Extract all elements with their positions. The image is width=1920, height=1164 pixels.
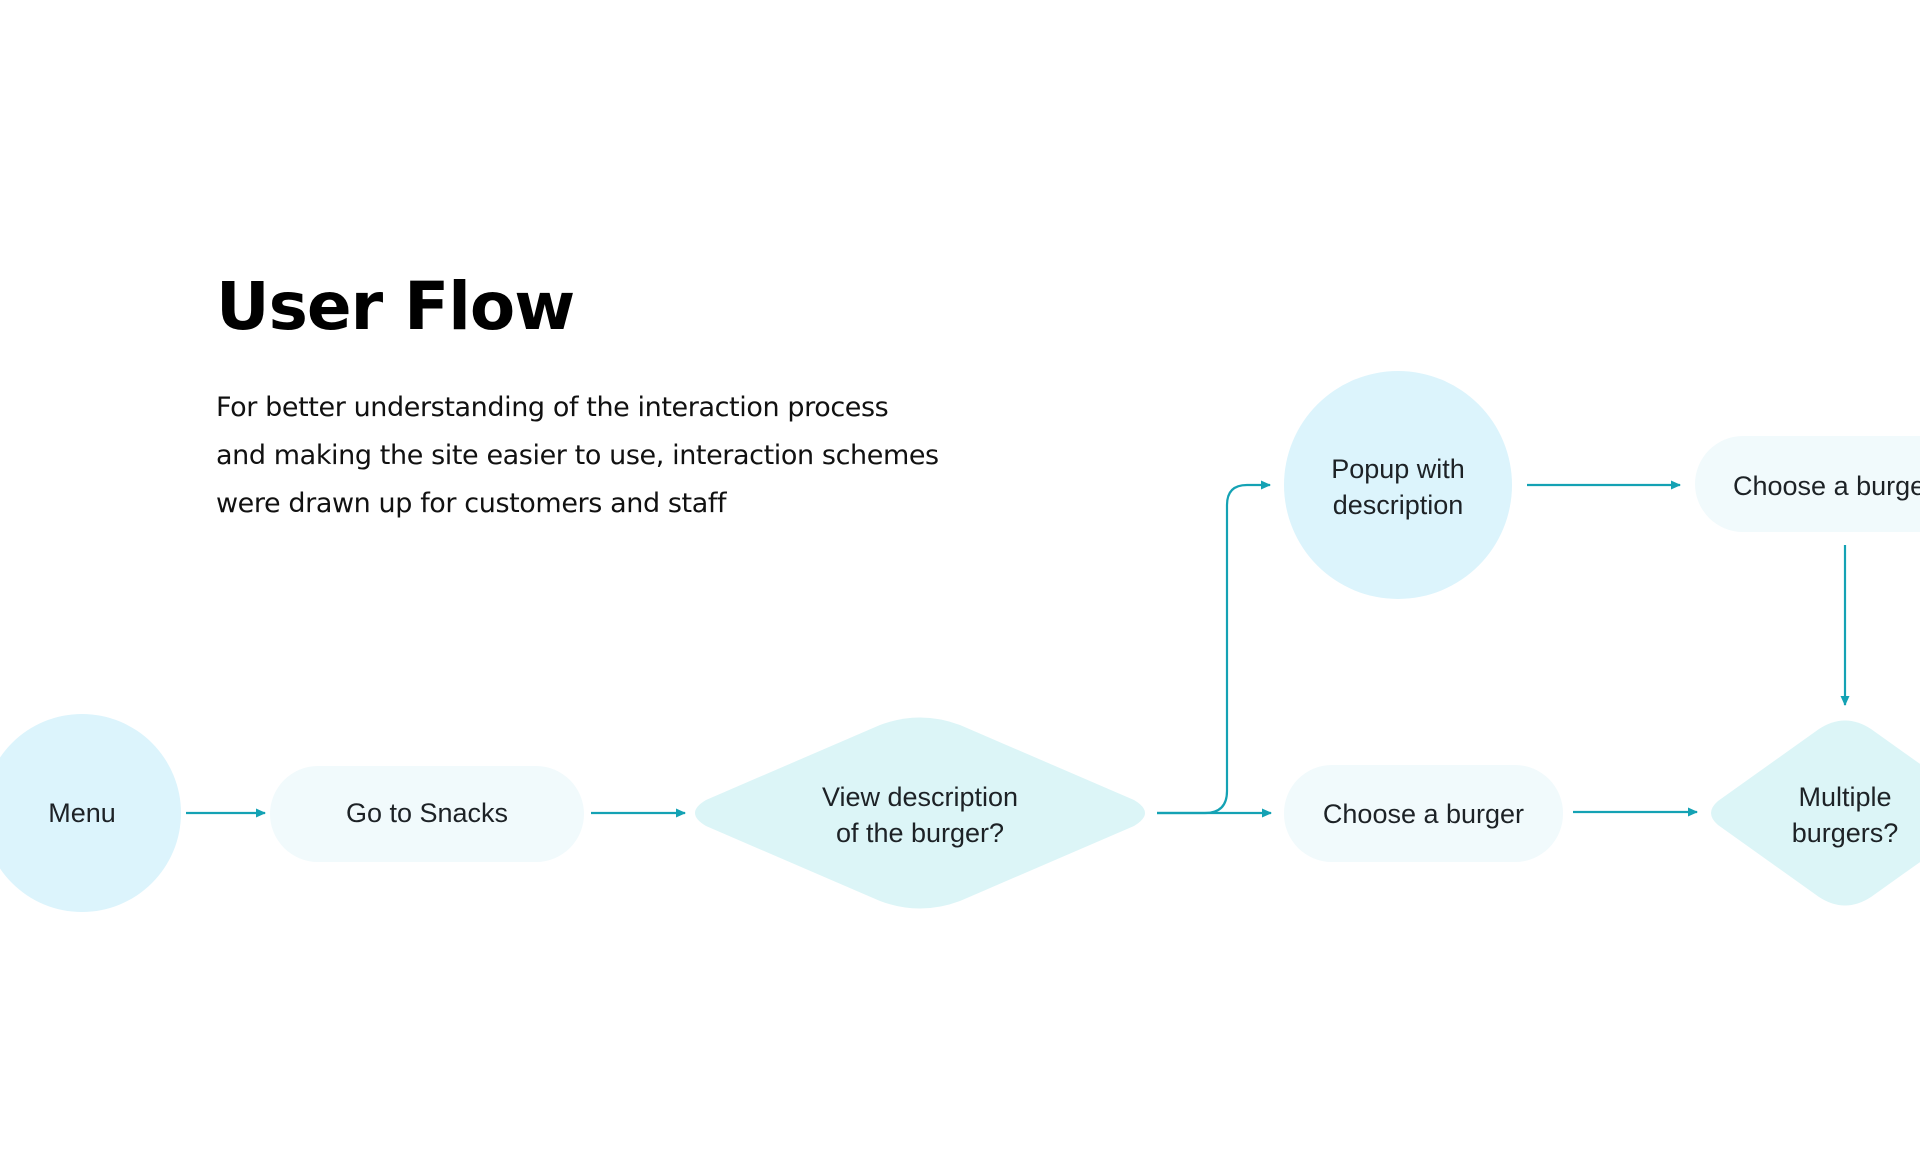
view-description-line: View description [821, 782, 1019, 812]
arrow-decision-to-popup [1157, 480, 1271, 815]
go-to-snacks-label: Go to Snacks [345, 798, 509, 828]
go-to-snacks-node [270, 766, 584, 862]
choose-burger-top-label: Choose a burger [1733, 471, 1920, 501]
intro-line: For better understanding of the interact… [216, 392, 889, 423]
page-title: User Flow [216, 268, 575, 345]
menu-node [0, 714, 181, 912]
choose-burger-top-node [1695, 436, 1920, 532]
view-description-label: View description of the burger? [770, 779, 1070, 851]
intro-text: For better understanding of the interact… [216, 384, 1016, 528]
multiple-burgers-line: Multiple [1798, 782, 1892, 812]
multiple-burgers-decision [1711, 720, 1920, 906]
popup-description-node [1284, 371, 1512, 599]
popup-description-line: description [1332, 490, 1464, 520]
view-description-line: of the burger? [835, 818, 1005, 848]
multiple-burgers-label: Multiple burgers? [1765, 779, 1920, 851]
menu-label: Menu [48, 798, 116, 828]
intro-line: were drawn up for customers and staff [216, 488, 727, 519]
view-description-decision [695, 717, 1145, 909]
multiple-burgers-line: burgers? [1791, 818, 1899, 848]
choose-burger-bottom-label: Choose a burger [1322, 799, 1525, 829]
intro-line: and making the site easier to use, inter… [216, 440, 939, 471]
popup-description-line: Popup with [1331, 454, 1465, 484]
choose-burger-bottom-node [1284, 765, 1563, 862]
popup-description-label: Popup with description [1298, 451, 1498, 523]
